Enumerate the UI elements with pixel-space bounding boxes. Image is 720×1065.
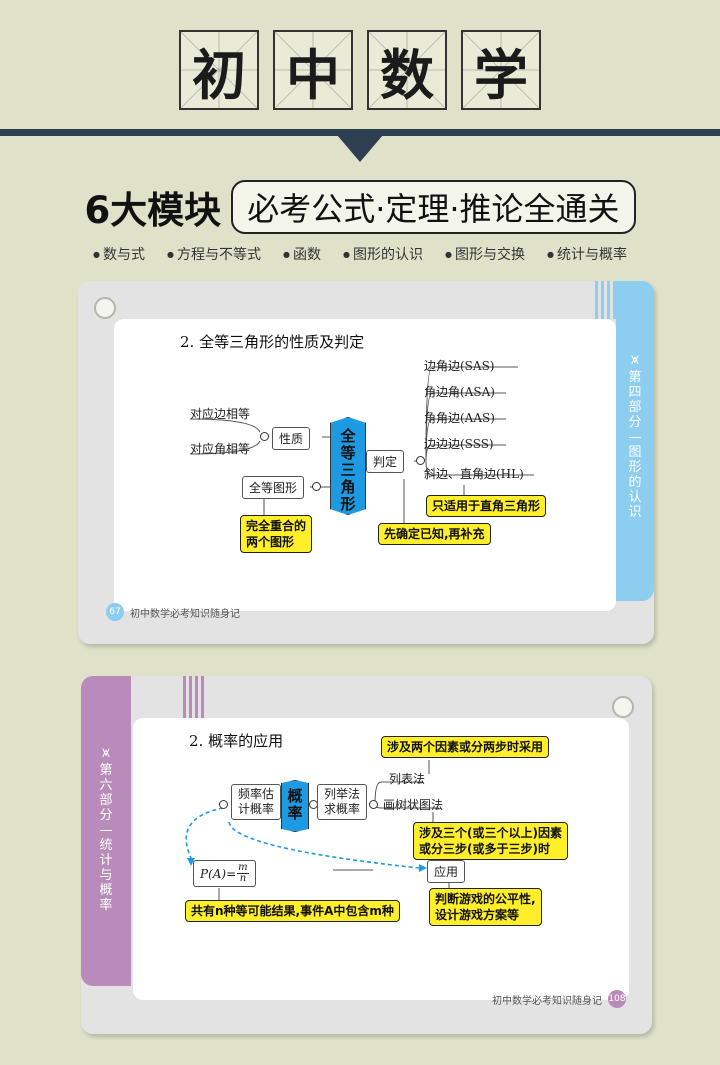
category-list: 数与式 方程与不等式 函数 图形的认识 图形与交换 统计与概率 [0, 244, 720, 264]
main-title: 初 中 数 学 [0, 30, 720, 110]
title-char-box: 学 [461, 30, 541, 110]
node-connector-icon [312, 482, 321, 491]
card-content: 2. 全等三角形的性质及判定 [114, 319, 616, 611]
note-line: 或分三步(或多于三步)时 [419, 842, 550, 856]
formula-lhs: P(A)= [200, 866, 237, 881]
note-line: 设计游戏方案等 [435, 908, 520, 922]
note-known-first: 先确定已知,再补充 [378, 523, 491, 545]
note-two-factors: 涉及两个因素或分两步时采用 [381, 736, 550, 758]
chapter-tab: ⩙ 第六部分—统计与概率 [81, 676, 131, 986]
footer-text: 初中数学必考知识随身记 [492, 995, 602, 1007]
title-char: 数 [380, 43, 434, 107]
property-node: 性质 [272, 427, 311, 450]
chapter-tab-label: 第四部分—图形的认识 [628, 370, 642, 520]
center-node: 全等三角形 [330, 417, 366, 515]
category-item: 统计与概率 [547, 244, 627, 264]
table-method: 列表法 [389, 772, 426, 786]
tree-method: 画树状图法 [383, 798, 444, 812]
page-number: 67 [106, 603, 124, 621]
header-divider [0, 129, 720, 136]
list-method-line: 列举法 [324, 787, 361, 801]
title-char: 中 [286, 43, 340, 107]
chapter-tab-label: 第六部分—统计与概率 [99, 763, 113, 913]
frequency-node: 频率估 计概率 [231, 784, 282, 820]
note-line: 判断游戏的公平性, [435, 892, 536, 906]
formula-denominator: n [239, 873, 247, 884]
node-connector-icon [219, 800, 228, 809]
note-line: 两个图形 [246, 535, 295, 549]
decor-stripes [595, 281, 616, 319]
center-node-label: 全等三角形 [340, 427, 356, 513]
category-item: 图形与交换 [445, 244, 525, 264]
center-node-label: 概率 [287, 787, 303, 822]
formula-fraction: m n [237, 862, 249, 884]
node-connector-icon [369, 800, 378, 809]
book-logo-icon: ⩙ [102, 745, 110, 761]
category-item: 数与式 [93, 244, 145, 264]
card-content: 2. 概率的应用 [133, 718, 629, 1000]
note-hl-only: 只适用于直角三角形 [426, 495, 547, 517]
mindmap-connectors [185, 760, 450, 902]
title-char: 学 [474, 43, 528, 107]
note-formula-meaning: 共有n种等可能结果,事件A中包含m种 [185, 900, 400, 922]
property-item: 对应边相等 [190, 407, 251, 421]
section-title: 2. 概率的应用 [189, 732, 284, 750]
frequency-line: 频率估 [238, 787, 275, 801]
decor-stripes [183, 676, 204, 718]
page-number: 108 [608, 990, 626, 1008]
book-logo-icon: ⩙ [631, 352, 639, 368]
criteria-item: 角角边(AAS) [424, 411, 495, 425]
category-item: 图形的认识 [343, 244, 423, 264]
chapter-tab: ⩙ 第四部分—图形的认识 [616, 281, 654, 601]
flashcard-probability-application: ⩙ 第六部分—统计与概率 2. 概率的应用 [81, 676, 652, 1034]
node-connector-icon [260, 432, 269, 441]
note-line: 完全重合的 [246, 519, 307, 533]
property-item: 对应角相等 [190, 442, 251, 456]
node-connector-icon [416, 456, 425, 465]
probability-formula: P(A)= m n [193, 860, 256, 887]
module-tagline: 必考公式·定理·推论全通关 [231, 180, 636, 234]
note-line: 涉及三个(或三个以上)因素 [419, 826, 562, 840]
title-char-box: 初 [179, 30, 259, 110]
criteria-item: 边角边(SAS) [424, 359, 495, 373]
page-footer: 初中数学必考知识随身记 108 [492, 990, 626, 1008]
center-node: 概率 [281, 780, 309, 832]
application-node: 应用 [427, 860, 466, 883]
category-item: 方程与不等式 [167, 244, 261, 264]
category-item: 函数 [283, 244, 321, 264]
list-method-line: 求概率 [324, 802, 361, 816]
ring-hole-icon [612, 696, 634, 718]
title-char: 初 [192, 43, 246, 107]
criteria-item: 边边边(SSS) [424, 437, 494, 451]
note-complete-overlap: 完全重合的 两个图形 [240, 515, 313, 553]
frequency-line: 计概率 [238, 802, 275, 816]
flashcard-congruent-triangles: ⩙ 第四部分—图形的认识 2. 全等三角形的性质及判定 [78, 281, 654, 644]
judge-node: 判定 [366, 450, 405, 473]
congruent-figure-node: 全等图形 [242, 476, 305, 499]
footer-text: 初中数学必考知识随身记 [130, 608, 240, 620]
criteria-item: 斜边、直角边(HL) [424, 467, 524, 481]
title-char-box: 数 [367, 30, 447, 110]
note-game-fairness: 判断游戏的公平性, 设计游戏方案等 [429, 888, 542, 926]
module-count: 6大模块 [84, 189, 222, 232]
module-banner: 6大模块 必考公式·定理·推论全通关 [0, 180, 720, 234]
criteria-item: 角边角(ASA) [424, 385, 495, 399]
formula-numerator: m [237, 862, 249, 874]
note-three-factors: 涉及三个(或三个以上)因素 或分三步(或多于三步)时 [413, 822, 568, 860]
down-arrow-icon [337, 135, 383, 162]
section-title: 2. 全等三角形的性质及判定 [180, 333, 365, 351]
ring-hole-icon [94, 297, 116, 319]
list-method-node: 列举法 求概率 [317, 784, 368, 820]
title-char-box: 中 [273, 30, 353, 110]
page-footer: 67 初中数学必考知识随身记 [106, 603, 240, 621]
